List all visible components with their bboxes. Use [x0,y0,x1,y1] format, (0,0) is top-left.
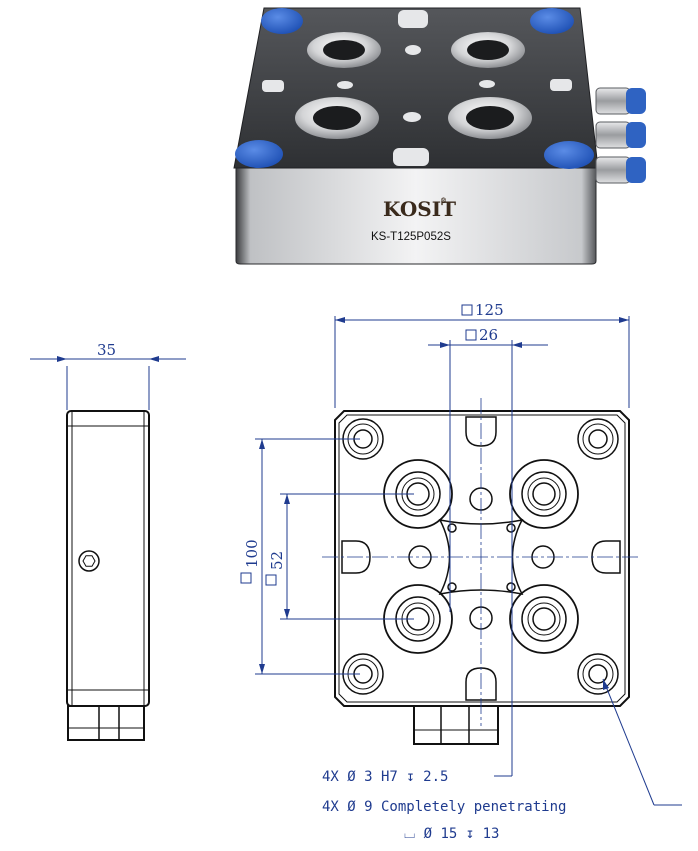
blue-cap-group [235,8,594,169]
front-view [334,410,630,745]
square-symbol-icon [265,574,277,586]
square-symbol-icon [461,304,473,316]
corner-hole-group [342,418,619,695]
dim-125-label: 125 [475,301,504,319]
air-fitting-icon [595,87,631,115]
corner-hole-note: 4X Ø 9 Completely penetrating [322,799,566,815]
model-number: KS-T125P052S [371,231,451,243]
product-render: KOSIT ® KS-T125P052S [233,7,646,265]
corner-hole-icon [577,418,619,460]
square-symbol-icon [465,329,477,341]
center-lines [322,398,640,726]
air-fitting-collar-icon [626,88,646,114]
hex-port-icon [78,550,100,572]
blue-cap-icon [235,140,283,168]
air-fitting-collar-icon [626,157,646,183]
air-fitting-icon [595,156,631,184]
dimension-lines [255,316,682,806]
dim-100-label: 100 [243,539,261,568]
corner-hole-icon [577,653,619,695]
slot-icon [550,79,572,91]
dim-52-label: 52 [268,551,286,570]
brand-logo: KOSIT [383,197,456,221]
locating-hole-icon [323,40,365,60]
slot-icon [341,540,371,574]
air-fitting-collar-icon [626,122,646,148]
slot-icon [262,80,284,92]
front-fitting-base [413,705,499,745]
center-recess-outline [438,518,524,596]
side-fitting-base [67,705,145,741]
dowel-hole-icon [447,523,457,533]
dim-35 [30,356,186,410]
locating-hole-icon [467,40,509,60]
air-fitting-group [595,87,646,184]
square-symbols [240,304,477,586]
pin-icon [337,81,353,89]
dowel-hole-note: 4X Ø 3 H7 ↧ 2.5 [322,769,448,785]
dim-35-label: 35 [97,341,116,359]
blue-cap-icon [544,141,594,169]
slot-icon [398,10,428,28]
blue-cap-icon [261,8,303,34]
slot-icon [393,148,429,166]
air-fitting-icon [595,121,631,149]
side-view [66,410,150,741]
pin-icon [405,45,421,55]
locating-ring-group [295,32,532,139]
pin-icon [403,112,421,122]
square-symbol-icon [240,572,252,584]
pin-icon [479,80,495,88]
module-side-face [235,167,597,265]
counterbore-note: ⌴ Ø 15 ↧ 13 [404,826,500,842]
plate-features [262,10,572,166]
brand-mark: ® [440,196,447,205]
dowel-hole-icon [506,582,516,592]
blue-cap-icon [530,8,574,34]
dowel-hole-icon [506,523,516,533]
dim-26-label: 26 [479,326,498,344]
dowel-hole-icon [447,582,457,592]
slot-icon [465,416,497,447]
locating-hole-icon [466,106,514,130]
locating-hole-icon [313,106,361,130]
locating-bore-icon [509,584,579,654]
front-view-outline [334,410,630,707]
locating-bore-icon [509,459,579,529]
